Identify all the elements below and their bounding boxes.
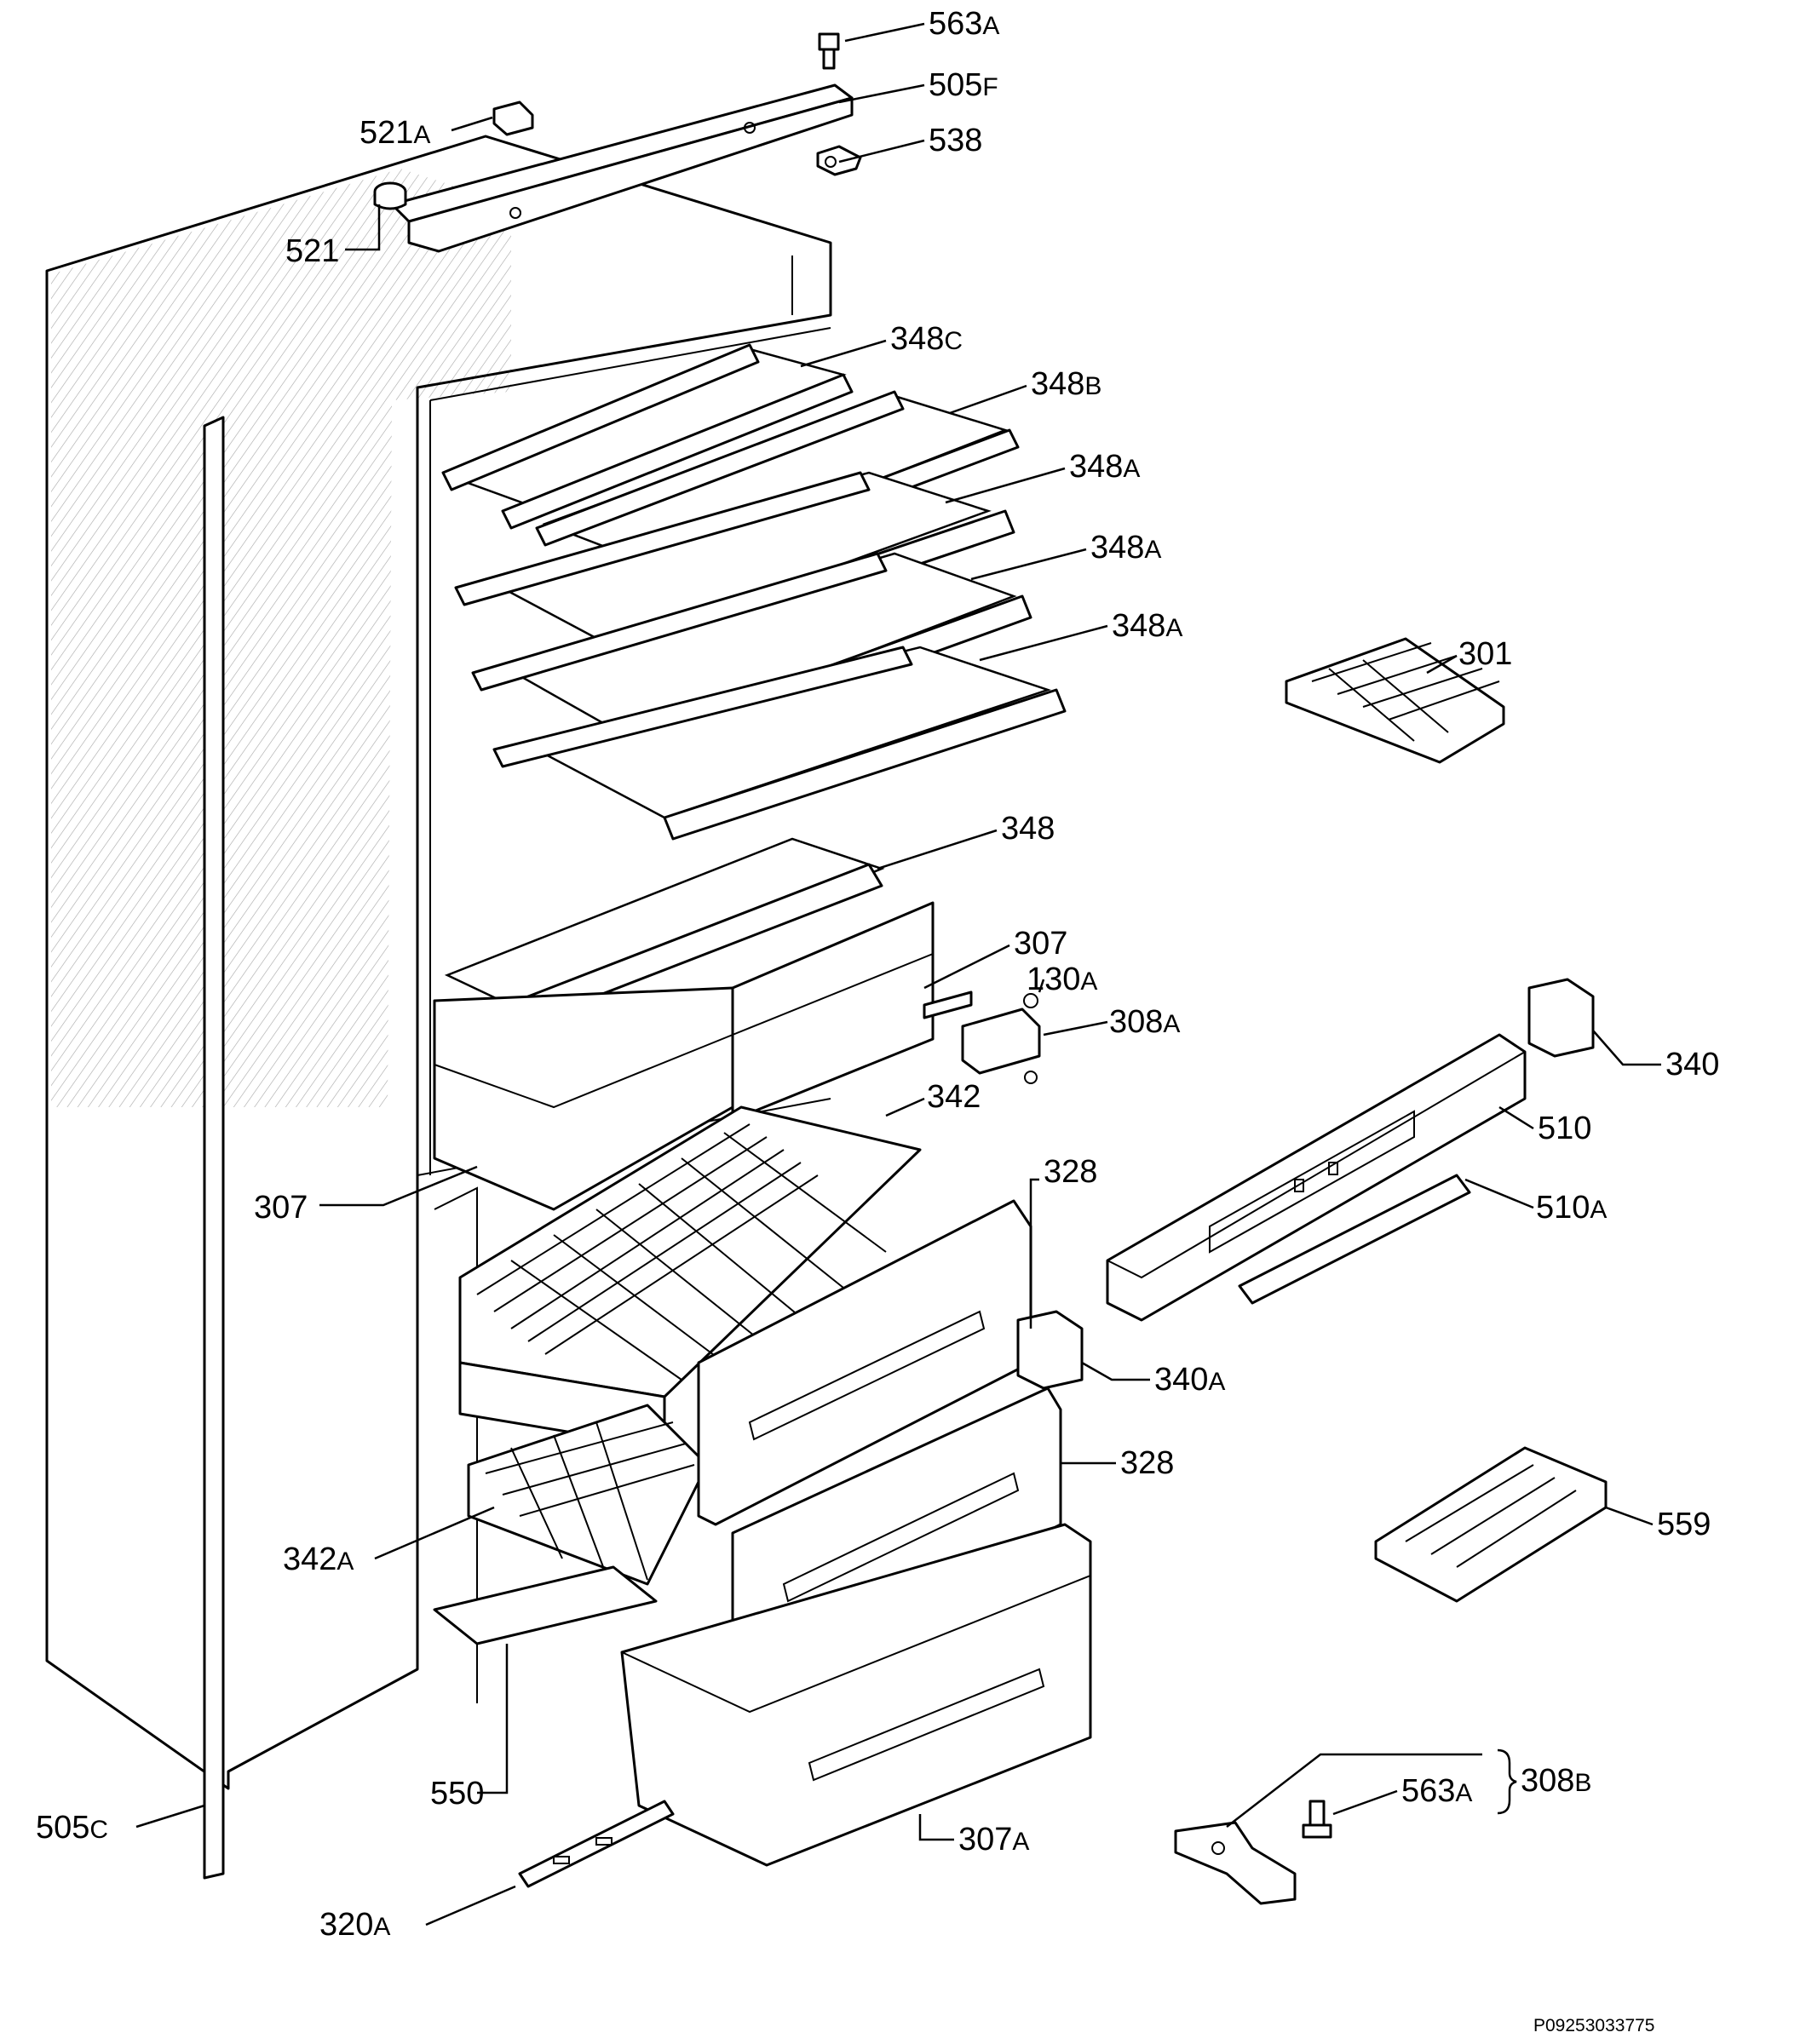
hinge-bushing-538 [816, 145, 862, 176]
label-348a-2: 348 [1090, 530, 1144, 566]
svg-text:308B: 308B [1521, 1763, 1591, 1799]
svg-text:348A: 348A [1069, 449, 1140, 485]
control-unit-510 [1106, 1033, 1527, 1322]
label-301: 301 [1458, 636, 1512, 672]
svg-text:307: 307 [254, 1190, 308, 1226]
end-cap-340 [1527, 978, 1595, 1058]
end-cap-340a [1016, 1310, 1084, 1390]
label-328-top: 328 [1044, 1154, 1097, 1190]
label-348a-3: 348 [1112, 608, 1165, 644]
label-538: 538 [929, 123, 982, 158]
svg-text:563A: 563A [1401, 1773, 1472, 1809]
label-505f: 505 [929, 67, 982, 103]
shelf-348c [441, 343, 854, 530]
svg-text:559: 559 [1657, 1507, 1711, 1542]
svg-text:342A: 342A [283, 1542, 354, 1577]
svg-text:308A: 308A [1109, 1004, 1180, 1040]
door-seal [203, 416, 225, 1880]
svg-text:348C: 348C [890, 321, 963, 357]
label-559: 559 [1657, 1507, 1711, 1542]
part-labels: 563A 505F 521A 538 521 348C 348B 348A 34… [36, 6, 1719, 2035]
svg-text:301: 301 [1458, 636, 1512, 672]
drawer-307a [620, 1523, 1092, 1867]
svg-text:563A: 563A [929, 6, 999, 42]
control-panel-510a [1238, 1174, 1471, 1305]
hinge-plate-130a [923, 990, 973, 1019]
svg-text:348B: 348B [1031, 366, 1101, 402]
label-550: 550 [430, 1776, 484, 1811]
svg-text:510A: 510A [1536, 1190, 1607, 1226]
bottom-hinge-308b [1174, 1821, 1297, 1905]
svg-text:505F: 505F [929, 67, 998, 103]
svg-text:307: 307 [1014, 926, 1067, 962]
label-340: 340 [1665, 1047, 1719, 1082]
svg-text:538: 538 [929, 123, 982, 158]
label-340a: 340 [1154, 1362, 1208, 1398]
svg-text:348: 348 [1001, 811, 1055, 847]
svg-text:521A: 521A [359, 115, 430, 151]
label-307a: 307 [958, 1822, 1012, 1857]
label-328-mid: 328 [1120, 1445, 1174, 1481]
svg-text:550: 550 [430, 1776, 484, 1811]
brace-308b [1497, 1748, 1517, 1815]
svg-text:340: 340 [1665, 1047, 1719, 1082]
cap-plug-521 [373, 181, 407, 210]
document-number: P09253033775 [1533, 2016, 1654, 2035]
label-348c: 348 [890, 321, 944, 357]
svg-text:320A: 320A [319, 1907, 390, 1943]
freezer-basket-342a [467, 1404, 709, 1586]
svg-text:328: 328 [1044, 1154, 1097, 1190]
label-510a: 510 [1536, 1190, 1590, 1226]
label-505c: 505 [36, 1810, 89, 1846]
drip-tray-559 [1374, 1446, 1608, 1603]
hinge-pin-top [818, 32, 840, 70]
label-348: 348 [1001, 811, 1055, 847]
svg-text:521: 521 [285, 233, 339, 269]
label-130a: 130 [1027, 962, 1080, 997]
svg-text:307A: 307A [958, 1822, 1029, 1857]
label-348b: 348 [1031, 366, 1084, 402]
hinge-pin-bottom [1302, 1800, 1332, 1839]
label-348a-1: 348 [1069, 449, 1123, 485]
svg-text:510: 510 [1538, 1111, 1591, 1146]
label-320a: 320 [319, 1907, 373, 1943]
crisper-drawer-right [731, 901, 935, 1122]
bracket-320a [518, 1800, 675, 1888]
svg-text:130A: 130A [1027, 962, 1097, 997]
ice-cube-tray-301 [1285, 637, 1505, 764]
hinge-308a [961, 993, 1041, 1084]
label-308b: 308 [1521, 1763, 1574, 1799]
svg-text:342: 342 [927, 1079, 981, 1115]
door-bar-550 [433, 1565, 658, 1645]
shelf-348a-3 [492, 646, 1067, 841]
svg-text:505C: 505C [36, 1810, 108, 1846]
label-307-left: 307 [254, 1190, 308, 1226]
cap-plug-521a [492, 100, 534, 136]
label-521a: 521 [359, 115, 413, 151]
label-521: 521 [285, 233, 339, 269]
label-563a-top: 563 [929, 6, 982, 42]
label-563a-bottom: 563 [1401, 1773, 1455, 1809]
refrigerator-cabinet [45, 135, 832, 1790]
svg-text:348A: 348A [1112, 608, 1182, 644]
svg-text:328: 328 [1120, 1445, 1174, 1481]
label-308a: 308 [1109, 1004, 1163, 1040]
label-510: 510 [1538, 1111, 1591, 1146]
svg-text:340A: 340A [1154, 1362, 1225, 1398]
label-307-right: 307 [1014, 926, 1067, 962]
crisper-drawer-left [433, 986, 734, 1211]
leader-lines [135, 22, 1661, 1926]
top-hinge-rail [390, 83, 854, 253]
label-342a: 342 [283, 1542, 336, 1577]
svg-text:348A: 348A [1090, 530, 1161, 566]
label-342: 342 [927, 1079, 981, 1115]
